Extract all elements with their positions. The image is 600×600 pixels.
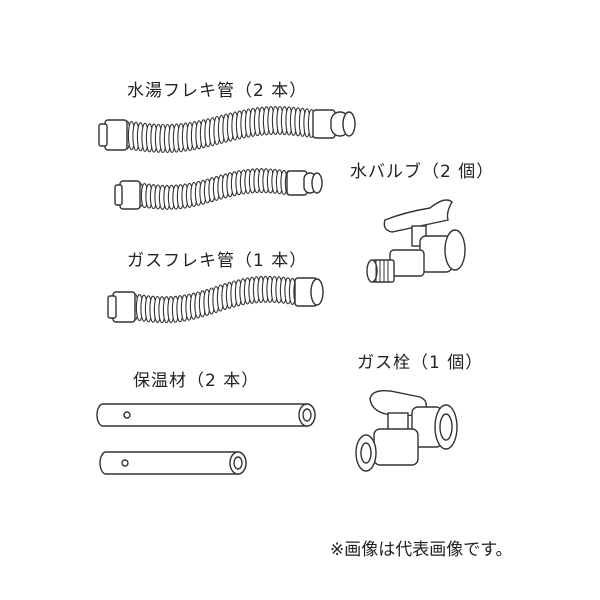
gas-flex-pipe-image [107, 275, 324, 324]
water-hot-flex-pipe-label: 水湯フレキ管（2 本） [127, 81, 308, 101]
water-valve-label: 水バルブ（2 個） [350, 162, 495, 182]
gas-cock-label: ガス栓（1 個） [357, 353, 484, 373]
water-hot-flex-pipe-short-image [114, 168, 323, 210]
water-hot-flex-pipe-long-image [98, 105, 356, 154]
gas-flex-pipe-label: ガスフレキ管（1 本） [127, 251, 308, 271]
representative-image-note: ※画像は代表画像です。 [330, 540, 513, 560]
gas-cock-image [355, 389, 458, 472]
insulation-long-image [96, 403, 316, 427]
insulation-label: 保温材（2 本） [133, 371, 260, 391]
insulation-short-image [99, 451, 247, 475]
water-valve-image [366, 199, 466, 283]
